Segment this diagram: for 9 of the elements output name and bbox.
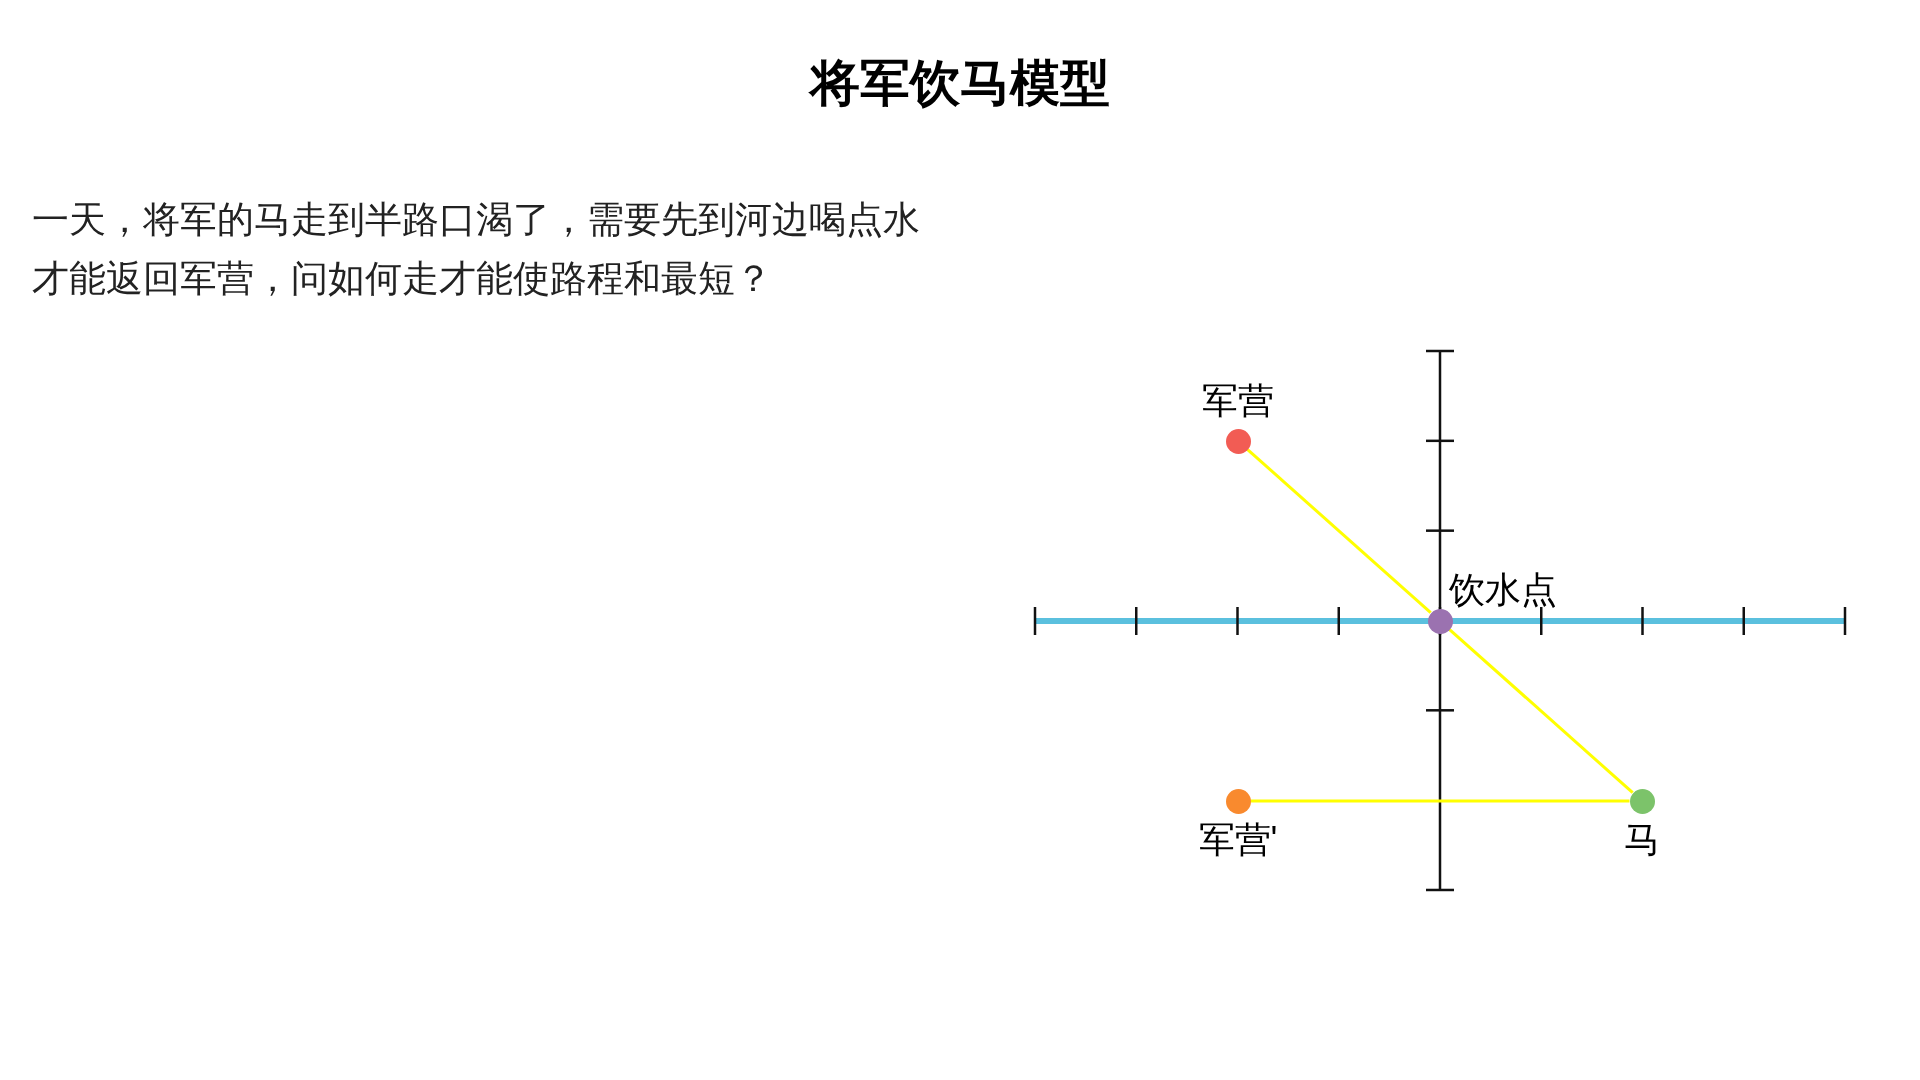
path-line bbox=[1448, 628, 1634, 794]
point-label: 饮水点 bbox=[1448, 567, 1557, 612]
point-label: 军营 bbox=[1202, 378, 1274, 423]
problem-text: 一天，将军的马走到半路口渴了，需要先到河边喝点水才能返回军营，问如何走才能使路程和最短？ bbox=[32, 198, 921, 301]
diagram-title: 将军饮马模型 bbox=[807, 54, 1111, 113]
path-line bbox=[1250, 799, 1630, 803]
point-label: 军营' bbox=[1198, 817, 1278, 862]
point-label: 马 bbox=[1624, 817, 1660, 862]
path-line bbox=[1246, 448, 1432, 614]
